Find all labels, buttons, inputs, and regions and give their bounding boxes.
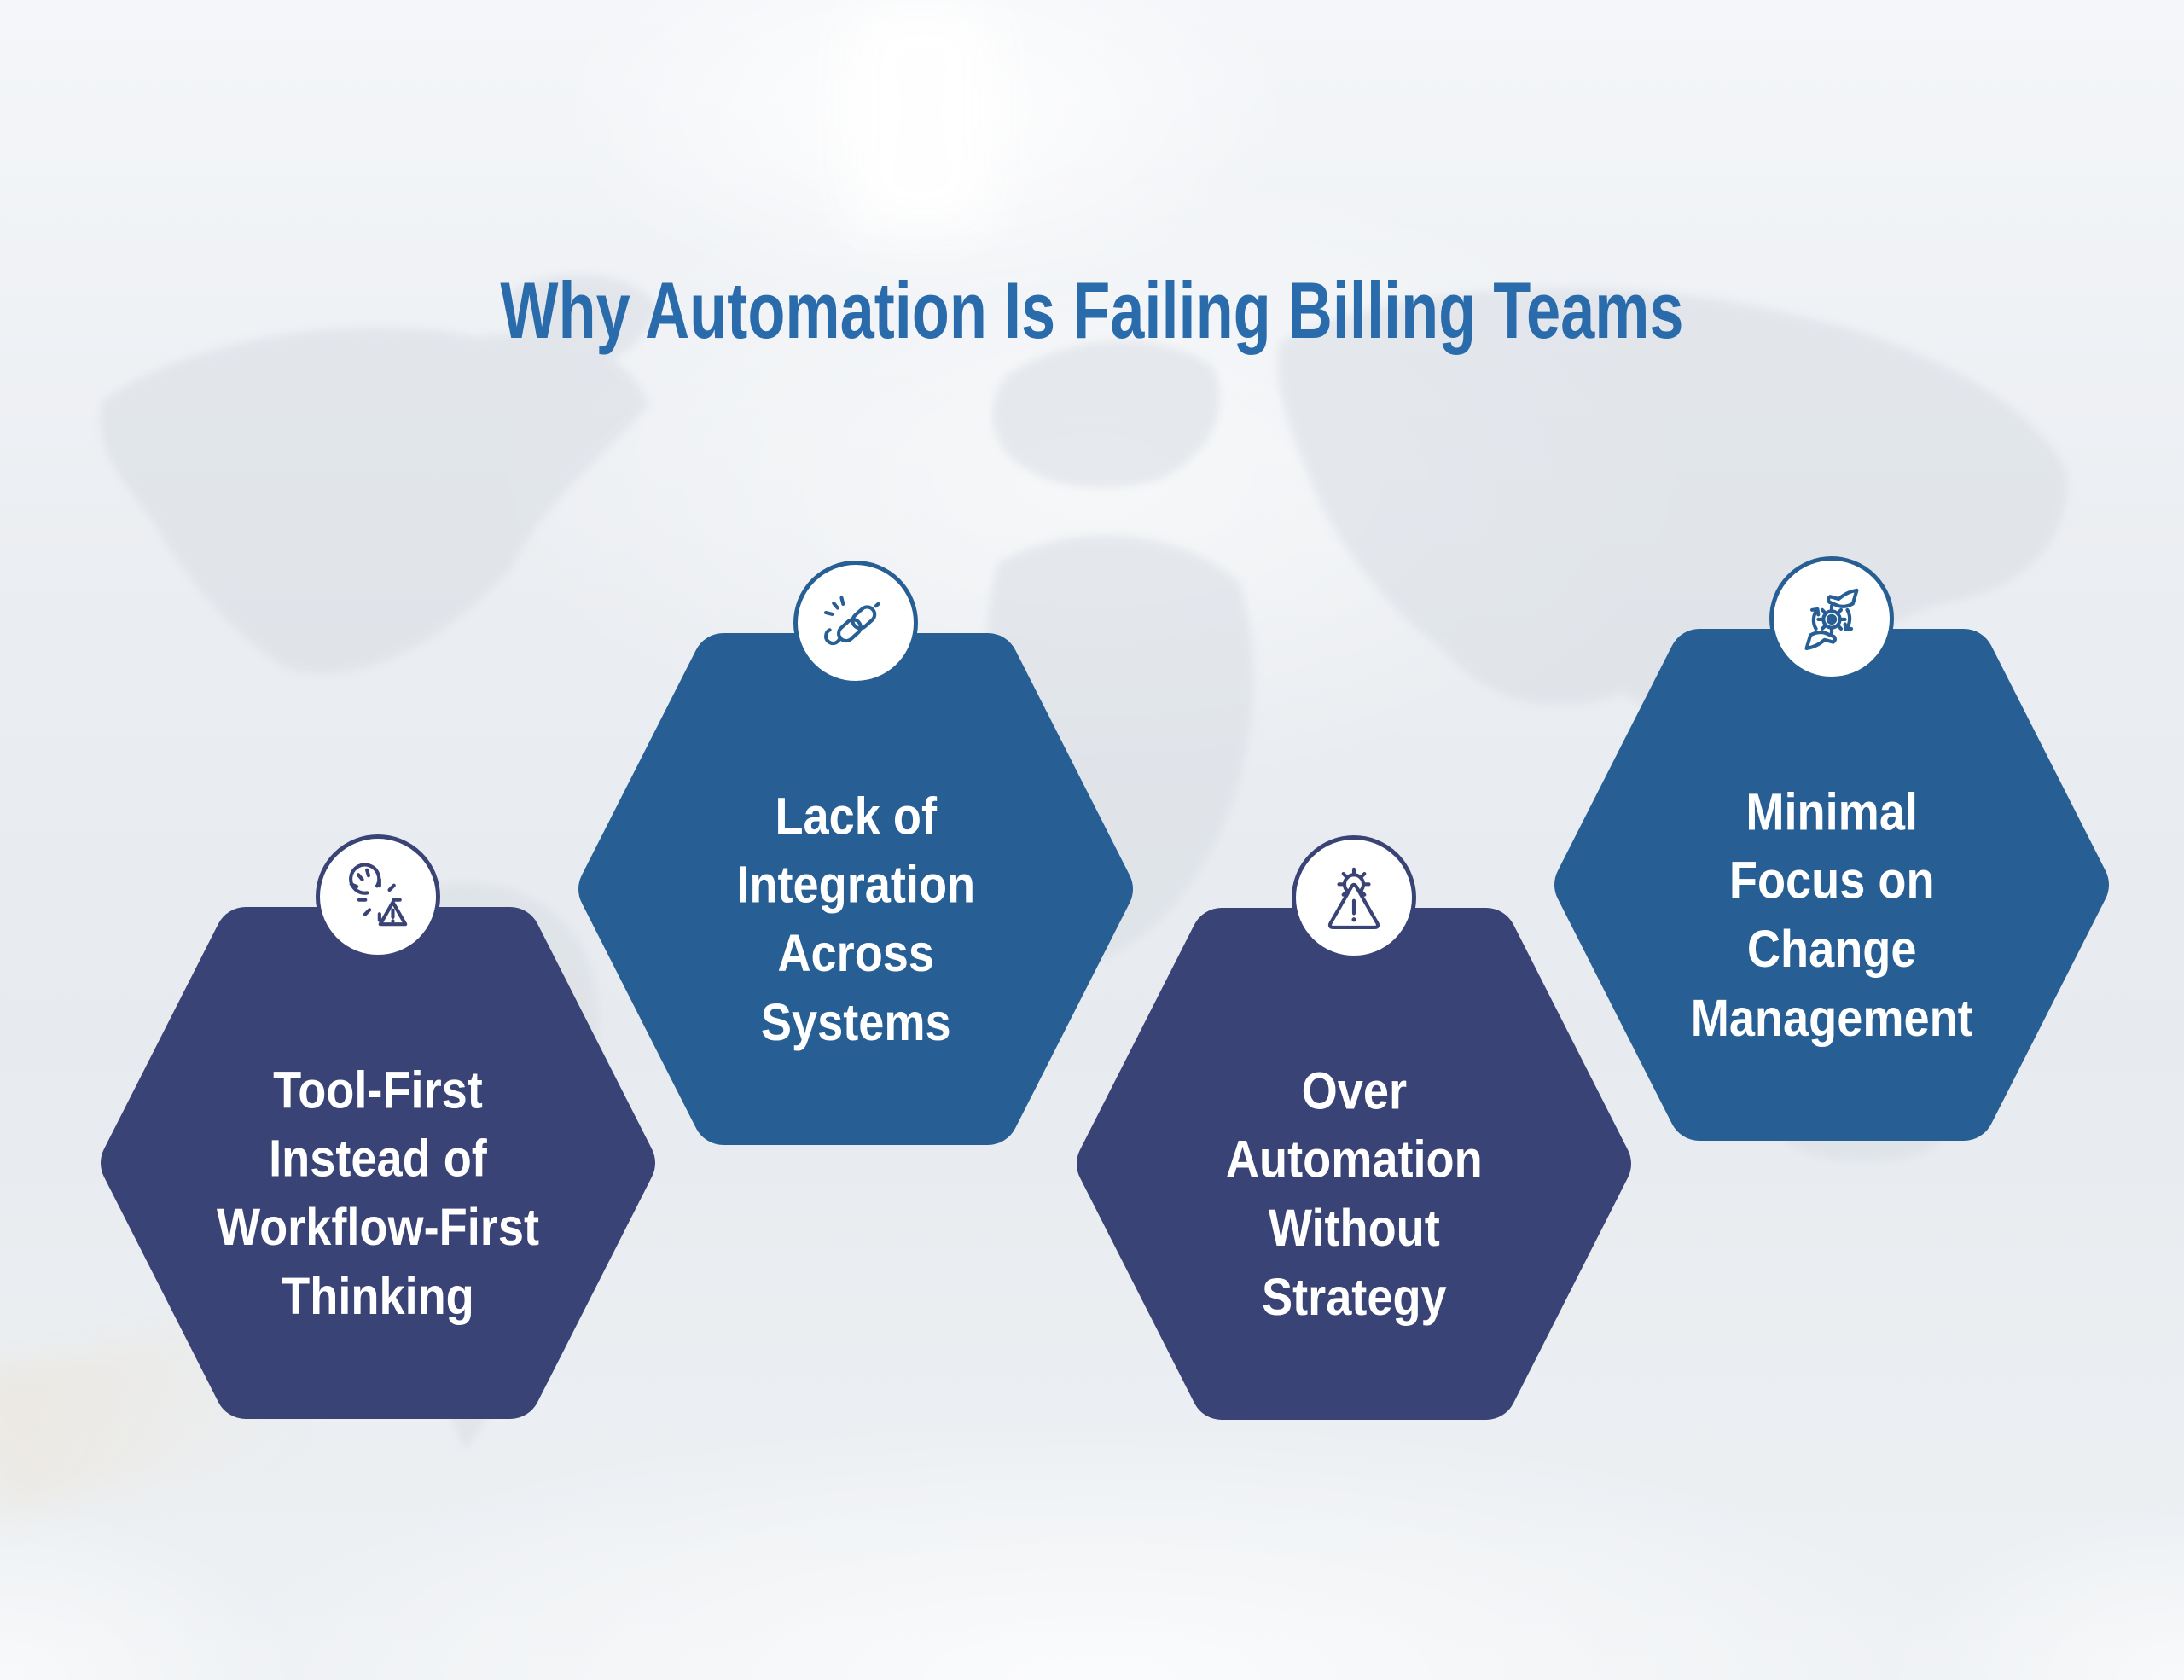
infographic-title: Why Automation Is Failing Billing Teams bbox=[500, 266, 1684, 356]
card-label: Minimal Focus on Change Management bbox=[1690, 782, 1973, 1048]
icon-circle bbox=[316, 834, 440, 959]
broken-chain-icon bbox=[823, 596, 880, 645]
broken-gear-warning-icon bbox=[349, 863, 408, 927]
card-tool-first: Tool-First Instead of Workflow-First Thi… bbox=[101, 834, 655, 1419]
card-over-automation: Over Automation Without Strategy bbox=[1077, 835, 1631, 1420]
gear-warning-icon bbox=[1327, 867, 1380, 930]
hands-gear-cycle-icon bbox=[1804, 588, 1859, 651]
icon-circle bbox=[793, 561, 918, 685]
hexagon-shape bbox=[1077, 908, 1631, 1420]
card-label: Tool-First Instead of Workflow-First Thi… bbox=[216, 1061, 540, 1326]
hexagon-shape bbox=[1554, 629, 2109, 1141]
hexagon-shape bbox=[101, 907, 655, 1419]
icon-circle bbox=[1769, 556, 1894, 681]
card-change-management: Minimal Focus on Change Management bbox=[1554, 556, 2109, 1141]
card-lack-of-integration: Lack of Integration Across Systems bbox=[578, 561, 1133, 1145]
hexagon-shape bbox=[578, 633, 1133, 1145]
ceiling-light-glow bbox=[849, 4, 994, 230]
card-label: Lack of Integration Across Systems bbox=[736, 787, 975, 1052]
card-label: Over Automation Without Strategy bbox=[1225, 1061, 1483, 1327]
icon-circle bbox=[1292, 835, 1416, 960]
